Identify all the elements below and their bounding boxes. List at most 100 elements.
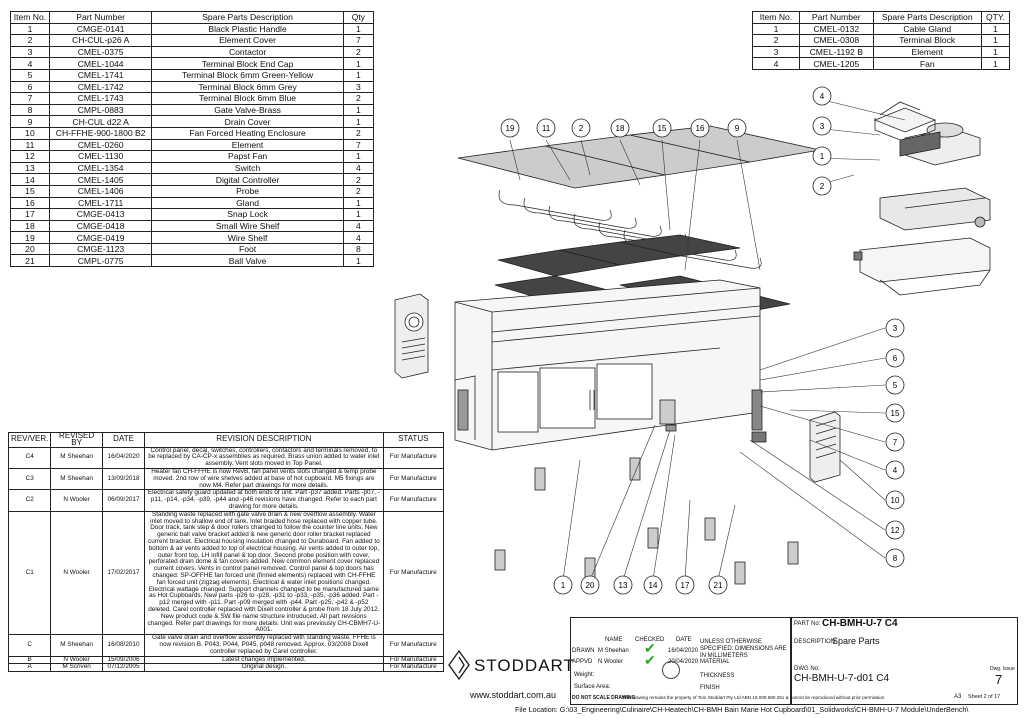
table-cell: 4	[342, 231, 375, 244]
checked-icon: ✔	[644, 640, 656, 656]
table-cell: 20	[10, 242, 50, 256]
table-cell: CH-FFHE-900-1800 B2	[48, 126, 153, 140]
callout-number: 10	[891, 496, 900, 505]
callout-number: 8	[893, 554, 898, 563]
table-cell: Gland	[151, 196, 344, 210]
table-cell: 16	[10, 196, 50, 210]
table-cell: 7	[342, 34, 375, 47]
table-cell: 7	[10, 92, 50, 105]
table-cell: 14	[10, 173, 50, 186]
table-cell: Snap Lock	[151, 208, 344, 221]
table-cell: Papst Fan	[151, 150, 344, 163]
table-cell: Fan Forced Heating Enclosure	[151, 126, 344, 140]
item-callout: 3	[885, 318, 905, 338]
dwg-no: CH-BMH-U-7-d01 C4	[794, 673, 890, 684]
item-callout: 17	[675, 575, 695, 595]
col-description: Spare Parts Description	[151, 11, 344, 24]
callout-number: 19	[506, 124, 515, 133]
callout-number: 13	[619, 581, 628, 590]
table-cell: 2	[342, 184, 375, 198]
table-cell: CMEL-1205	[798, 57, 874, 70]
table-cell: Terminal Block 6mm Grey	[151, 80, 344, 94]
table-cell: Terminal Block End Cap	[151, 57, 344, 70]
table-cell: Element Cover	[151, 34, 344, 47]
sub-item-callout: 4	[812, 86, 832, 106]
sub-parts-table-header: Item No. Part Number Spare Parts Descrip…	[752, 11, 1011, 24]
col-qty: QTY.	[980, 11, 1011, 24]
col-revised-by: REVISED BY	[50, 432, 103, 448]
table-cell: Digital Controller	[151, 173, 344, 186]
upper-shelves	[457, 125, 821, 189]
callout-number: 1	[820, 152, 825, 161]
table-cell: 13/09/2018	[101, 467, 146, 491]
parts-table: Item No. Part Number Spare Parts Descrip…	[10, 11, 375, 268]
table-cell: Small Wire Shelf	[151, 219, 344, 233]
table-cell: M Sheehan	[50, 446, 103, 469]
table-cell: 1	[342, 57, 375, 70]
col-rev: REV/VER.	[7, 432, 52, 448]
table-cell: 10	[10, 126, 50, 140]
table-cell: Probe	[151, 184, 344, 198]
part-no-label: PART No:	[794, 621, 821, 627]
table-cell: 1	[980, 22, 1011, 36]
table-cell: Element	[151, 138, 344, 152]
table-cell: 2	[10, 34, 50, 47]
do-not-scale: DO NOT SCALE DRAWING	[572, 695, 636, 701]
table-cell: 2	[342, 173, 375, 186]
table-cell: Original design.	[144, 663, 384, 673]
callout-number: 16	[696, 124, 705, 133]
callout-number: 12	[891, 526, 900, 535]
table-cell: 2	[342, 45, 375, 59]
unless-note: UNLESS OTHERWISE SPECIFIED: DIMENSIONS A…	[700, 639, 787, 659]
col-item-no: Item No.	[752, 11, 800, 24]
callout-number: 9	[735, 124, 740, 133]
item-callout: 21	[708, 575, 728, 595]
sub-item-callout: 1	[812, 146, 832, 166]
callout-circle	[812, 86, 832, 106]
item-callout: 15	[885, 403, 905, 423]
callout-circle	[885, 318, 905, 338]
description-label: DESCRIPTION:	[794, 639, 837, 645]
item-callout: 13	[613, 575, 633, 595]
item-callout: 9	[727, 118, 747, 138]
callout-circle	[885, 548, 905, 568]
table-cell: 8	[342, 242, 375, 256]
table-cell: Terminal Block	[872, 34, 982, 47]
callout-number: 17	[681, 581, 690, 590]
table-cell: 1	[342, 115, 375, 128]
table-cell: For Manufacture	[382, 510, 445, 636]
col-date-label: DATE	[676, 637, 692, 643]
item-callout: 6	[885, 348, 905, 368]
table-cell: CMEL-1711	[48, 196, 153, 210]
table-cell: 1	[10, 22, 50, 36]
item-callout: 15	[652, 118, 672, 138]
sheet-number: Sheet 2 of 17	[968, 694, 1001, 700]
table-cell: CMEL-1741	[48, 68, 153, 82]
table-cell: 4	[752, 57, 800, 70]
table-cell: 1	[752, 22, 800, 36]
table-cell: CMEL-1044	[48, 57, 153, 70]
callout-number: 2	[579, 124, 584, 133]
sub-parts-table: Item No. Part Number Spare Parts Descrip…	[752, 11, 1011, 70]
callout-circle	[652, 118, 672, 138]
callout-circle	[500, 118, 520, 138]
table-cell: C1	[7, 510, 52, 636]
stoddart-logo	[448, 649, 470, 685]
table-cell: M Scriven	[50, 663, 103, 673]
callout-circle	[727, 118, 747, 138]
item-callout: 18	[610, 118, 630, 138]
table-cell: CMGE-1123	[48, 242, 153, 256]
